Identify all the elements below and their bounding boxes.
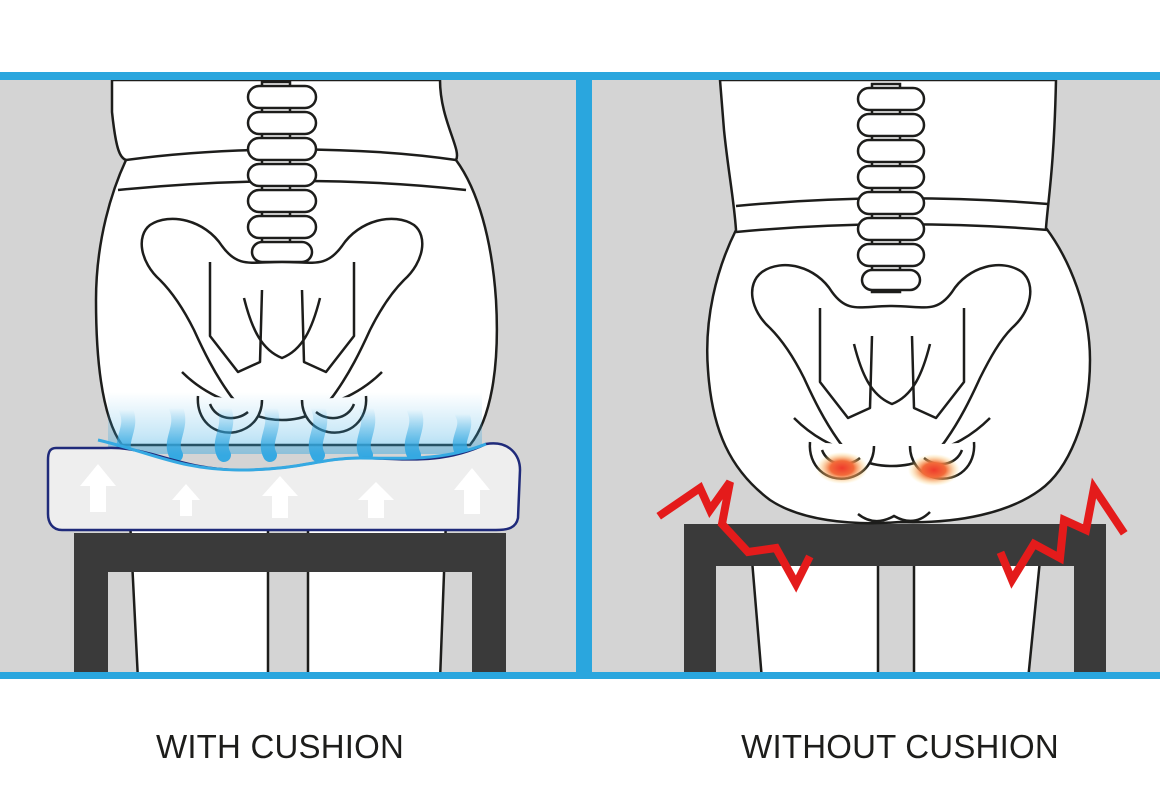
spine	[246, 80, 318, 264]
cushion-contact-line	[97, 438, 487, 472]
panel-frame	[0, 72, 1160, 679]
pressure-hotspots	[816, 452, 960, 486]
support-waves	[116, 401, 472, 462]
panel-without-cushion	[590, 78, 1160, 676]
pain-zigzag-left	[656, 479, 814, 593]
support-glow	[108, 392, 482, 454]
hotspot-left	[816, 452, 868, 484]
spine	[856, 82, 926, 294]
stool	[74, 533, 506, 675]
torso	[706, 80, 1092, 525]
pain-zigzags	[656, 477, 1128, 593]
pain-zigzag-right	[996, 477, 1128, 589]
legs	[750, 558, 1042, 675]
seat-cushion	[46, 438, 522, 532]
caption-without-cushion: WITHOUT CUSHION	[741, 728, 1059, 765]
hotspot-right	[908, 454, 960, 486]
caption-with-cushion: WITH CUSHION	[155, 728, 405, 765]
upward-support-arrows	[80, 464, 490, 518]
panel-with-cushion	[0, 78, 578, 676]
buttock-fold	[857, 511, 931, 523]
